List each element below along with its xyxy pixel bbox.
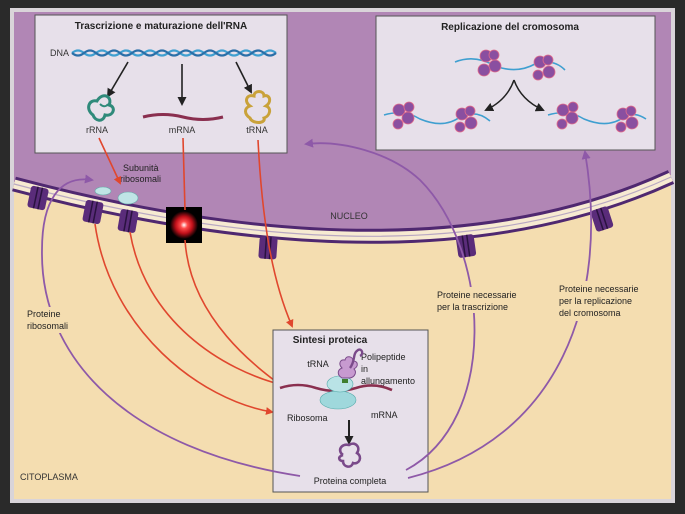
replication-proteins-label-line3: del cromosoma: [559, 308, 621, 318]
dna-label: DNA: [50, 48, 69, 58]
arrow-trna-to-synthesis: [257, 139, 294, 328]
nuclear-pore: [117, 209, 139, 233]
polypeptide-chain: [349, 348, 364, 369]
transcription-proteins-label-line1: Proteine necessarie: [437, 290, 517, 300]
replication-fork-arrow-left: [484, 79, 515, 112]
complete-protein-shape: [337, 442, 362, 468]
nuclear-pore: [455, 234, 477, 258]
synthesis-mrna-label: mRNA: [371, 410, 398, 420]
ribosome-label: Ribosoma: [287, 413, 328, 423]
nuclear-pore: [590, 206, 614, 232]
arrow-dna-to-rrna: [106, 61, 129, 98]
chromosome-right: [547, 101, 647, 133]
recording-indicator-icon: [170, 211, 198, 239]
chromosome-top: [454, 49, 566, 81]
ribosomal-proteins-label-bg: [24, 307, 84, 333]
arrow-mrna-down: [182, 137, 186, 211]
ribosomal-proteins-label-line1: Proteine: [27, 309, 61, 319]
replication-proteins-label-line2: per la replicazione: [559, 296, 632, 306]
synthesis-trna-label: tRNA: [307, 359, 329, 369]
replication-proteins-label-bg: [556, 281, 652, 321]
subunits-label-line2: ribosomali: [120, 174, 161, 184]
complete-protein-label: Proteina completa: [314, 476, 387, 486]
chromosome-left: [383, 101, 491, 133]
mrna-strand: [142, 113, 224, 121]
mrna-label: mRNA: [169, 125, 196, 135]
polypeptide-label-line2: in: [361, 364, 368, 374]
trna-shape: [244, 90, 272, 124]
transcription-proteins-label-line2: per la trascrizione: [437, 302, 508, 312]
transcription-panel: Trascrizione e maturazione dell'RNA DNA …: [34, 14, 288, 154]
polypeptide-label-line3: allungamento: [361, 376, 415, 386]
nucleus-label: NUCLEO: [330, 211, 368, 221]
nuclear-pore: [82, 200, 104, 224]
ribosomal-subunits: [94, 186, 139, 205]
nuclear-pore: [27, 185, 49, 211]
dna-helix: [71, 49, 277, 57]
replication-proteins-label-line1: Proteine necessarie: [559, 284, 639, 294]
replication-fork-arrow-right: [513, 79, 545, 112]
replication-panel: Replicazione del cromosoma: [375, 15, 656, 151]
cytoplasm-label: CITOPLASMA: [20, 472, 78, 482]
arrow-pore2-to-ribosome: [129, 231, 288, 389]
polypeptide-label-line1: Polipeptide: [361, 352, 406, 362]
synthesis-title: Sintesi proteica: [293, 335, 368, 346]
arrow-protein-to-transcription: [304, 138, 476, 471]
ribosomal-proteins-label-line2: ribosomali: [27, 321, 68, 331]
subunits-label-line1: Subunità: [123, 163, 159, 173]
arrow-rrna-to-subunits: [98, 137, 122, 185]
rrna-shape: [87, 94, 115, 122]
synthesis-panel: Sintesi proteica tRNA Polipeptide in all…: [272, 329, 429, 493]
arrow-dna-to-trna: [235, 61, 252, 94]
arrow-pore1-to-ribosome: [94, 223, 274, 415]
rrna-label: rRNA: [86, 125, 108, 135]
arrow-protein-to-replication: [407, 150, 592, 479]
trna-label: tRNA: [246, 125, 268, 135]
transcription-proteins-label-bg: [432, 287, 526, 313]
replication-title: Replicazione del cromosoma: [441, 22, 579, 33]
transcription-title: Trascrizione e maturazione dell'RNA: [75, 21, 247, 32]
